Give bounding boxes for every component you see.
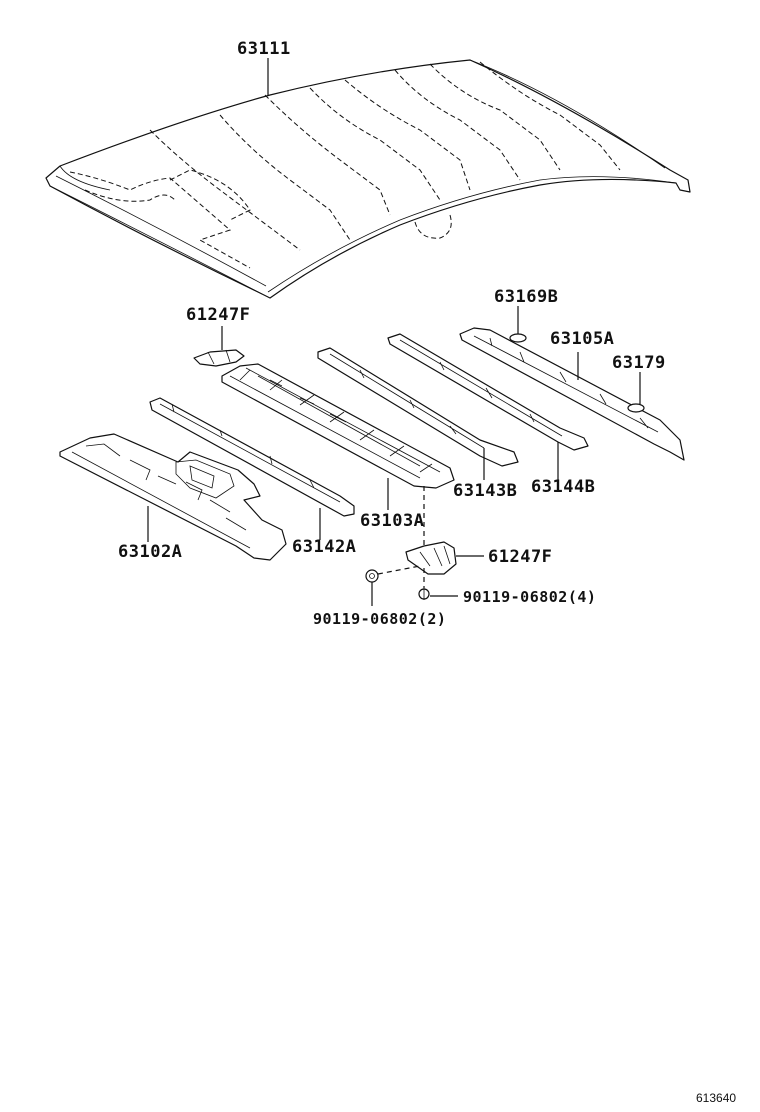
label-reinforcement-front: 63169B — [494, 287, 558, 307]
label-bracket-upper: 61247F — [186, 305, 250, 325]
bow-63103a — [221, 363, 455, 510]
label-bolt-right: 90119-06802(4) — [463, 588, 596, 606]
label-rail-front: 63102A — [118, 542, 182, 562]
rail-63102a — [59, 433, 287, 561]
label-roof-panel: 63111 — [237, 39, 291, 59]
bracket-lower — [405, 486, 484, 575]
pad-63179 — [627, 372, 645, 413]
illustration-code: 613640 — [696, 1091, 736, 1105]
label-bow-142: 63142A — [292, 537, 356, 557]
label-bow-143: 63143B — [453, 481, 517, 501]
label-rail-rear: 63105A — [550, 329, 614, 349]
label-bow-103: 63103A — [360, 511, 424, 531]
label-bow-144: 63144B — [531, 477, 595, 497]
label-bracket-lower: 61247F — [488, 547, 552, 567]
bow-63142a — [149, 397, 355, 540]
bolts — [365, 565, 458, 606]
bow-63144b — [387, 333, 589, 480]
pad-63169b — [509, 306, 527, 343]
roof-panel — [45, 58, 691, 299]
rail-63105a — [459, 327, 685, 461]
bracket-upper — [193, 326, 245, 367]
label-pad-63179: 63179 — [612, 353, 666, 373]
label-bolt-left: 90119-06802(2) — [313, 610, 446, 628]
bow-63143b — [317, 347, 519, 480]
